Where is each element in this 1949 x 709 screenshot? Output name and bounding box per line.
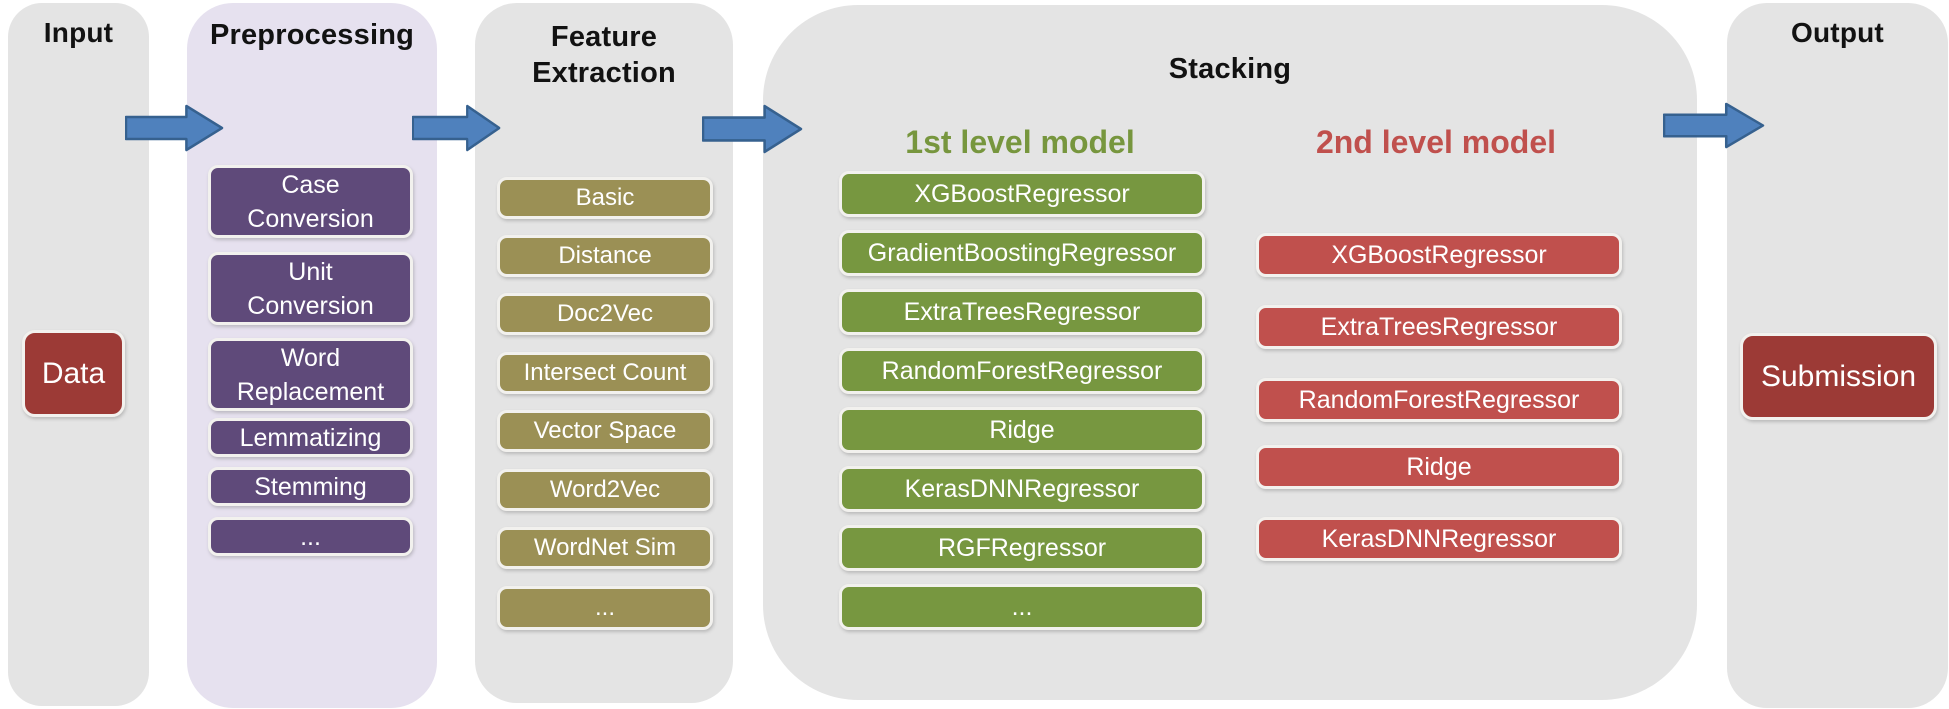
preprocessing-item: Lemmatizing (208, 418, 413, 457)
preprocessing-item-label: Lemmatizing (239, 423, 382, 452)
feature-extraction-title: Feature Extraction (475, 19, 733, 91)
level1-item: RGFRegressor (839, 525, 1205, 571)
preprocessing-item-label: Stemming (254, 472, 367, 501)
output-panel: Output Submission (1727, 3, 1948, 708)
feature-item-label: Distance (558, 242, 652, 269)
level1-item: Ridge (839, 407, 1205, 453)
feature-item-label: Basic (575, 184, 635, 211)
submission-node: Submission (1740, 333, 1937, 420)
level1-item-label: ExtraTreesRegressor (903, 298, 1141, 326)
data-node-label: Data (41, 356, 106, 390)
data-node: Data (22, 330, 125, 417)
level1-item-label: Ridge (989, 416, 1055, 444)
feature-item-label: Word2Vec (549, 476, 661, 503)
preprocessing-item-label: Case Conversion (247, 170, 374, 233)
preprocessing-item-label: Word Replacement (236, 343, 385, 406)
feature-item: Intersect Count (497, 352, 713, 394)
level1-item-label: ... (1011, 593, 1033, 621)
level1-item-label: RandomForestRegressor (881, 357, 1163, 385)
level1-item-label: GradientBoostingRegressor (867, 239, 1177, 267)
feature-item-label: Vector Space (533, 417, 677, 444)
feature-item: Basic (497, 177, 713, 219)
level2-item-label: RandomForestRegressor (1298, 386, 1580, 414)
flow-arrow-preprocessing-feature (412, 104, 501, 152)
preprocessing-item-label: ... (300, 522, 321, 551)
level1-item: GradientBoostingRegressor (839, 230, 1205, 276)
flow-arrow-stacking-output (1663, 102, 1765, 149)
level2-item: ExtraTreesRegressor (1256, 305, 1622, 349)
level1-item: KerasDNNRegressor (839, 466, 1205, 512)
preprocessing-item: Word Replacement (208, 338, 413, 411)
preprocessing-item: Case Conversion (208, 165, 413, 238)
level1-heading: 1st level model (905, 124, 1135, 160)
level1-item: RandomForestRegressor (839, 348, 1205, 394)
feature-extraction-title-text: Feature Extraction (532, 21, 676, 89)
feature-item-label: WordNet Sim (533, 534, 677, 561)
preprocessing-item: Unit Conversion (208, 252, 413, 325)
feature-item-label: ... (594, 594, 615, 621)
output-title: Output (1791, 17, 1884, 48)
feature-item: WordNet Sim (497, 527, 713, 569)
feature-item-label: Intersect Count (523, 359, 687, 386)
level2-item-label: XGBoostRegressor (1331, 241, 1547, 269)
preprocessing-item: Stemming (208, 467, 413, 506)
preprocessing-item-label: Unit Conversion (247, 257, 374, 320)
input-title: Input (43, 17, 114, 48)
submission-node-label: Submission (1760, 359, 1917, 393)
level1-item: ExtraTreesRegressor (839, 289, 1205, 335)
feature-item: ... (497, 586, 713, 630)
preprocessing-item: ... (208, 517, 413, 556)
feature-item-label: Doc2Vec (556, 300, 654, 327)
level2-heading: 2nd level model (1315, 124, 1557, 160)
feature-extraction-panel: Feature Extraction Basic Distance Doc2Ve… (475, 3, 733, 703)
stacking-title: Stacking (1168, 53, 1292, 85)
level2-item: Ridge (1256, 445, 1622, 489)
feature-item: Doc2Vec (497, 293, 713, 335)
preprocessing-title: Preprocessing (209, 19, 415, 51)
level2-item-label: ExtraTreesRegressor (1320, 313, 1558, 341)
level2-item: KerasDNNRegressor (1256, 517, 1622, 561)
level1-item-label: RGFRegressor (937, 534, 1107, 562)
flow-arrow-input-preprocessing (125, 104, 224, 152)
level2-item-label: KerasDNNRegressor (1321, 525, 1557, 553)
level1-item: ... (839, 584, 1205, 630)
feature-item: Distance (497, 235, 713, 277)
level2-item: XGBoostRegressor (1256, 233, 1622, 277)
flow-arrow-feature-stacking (702, 104, 803, 154)
level1-item-label: KerasDNNRegressor (904, 475, 1140, 503)
level1-item: XGBoostRegressor (839, 171, 1205, 217)
level2-item-label: Ridge (1406, 453, 1472, 481)
feature-item: Vector Space (497, 410, 713, 452)
level1-item-label: XGBoostRegressor (914, 180, 1130, 208)
feature-item: Word2Vec (497, 469, 713, 511)
level2-item: RandomForestRegressor (1256, 378, 1622, 422)
preprocessing-panel: Preprocessing Case Conversion Unit Conve… (187, 3, 437, 708)
